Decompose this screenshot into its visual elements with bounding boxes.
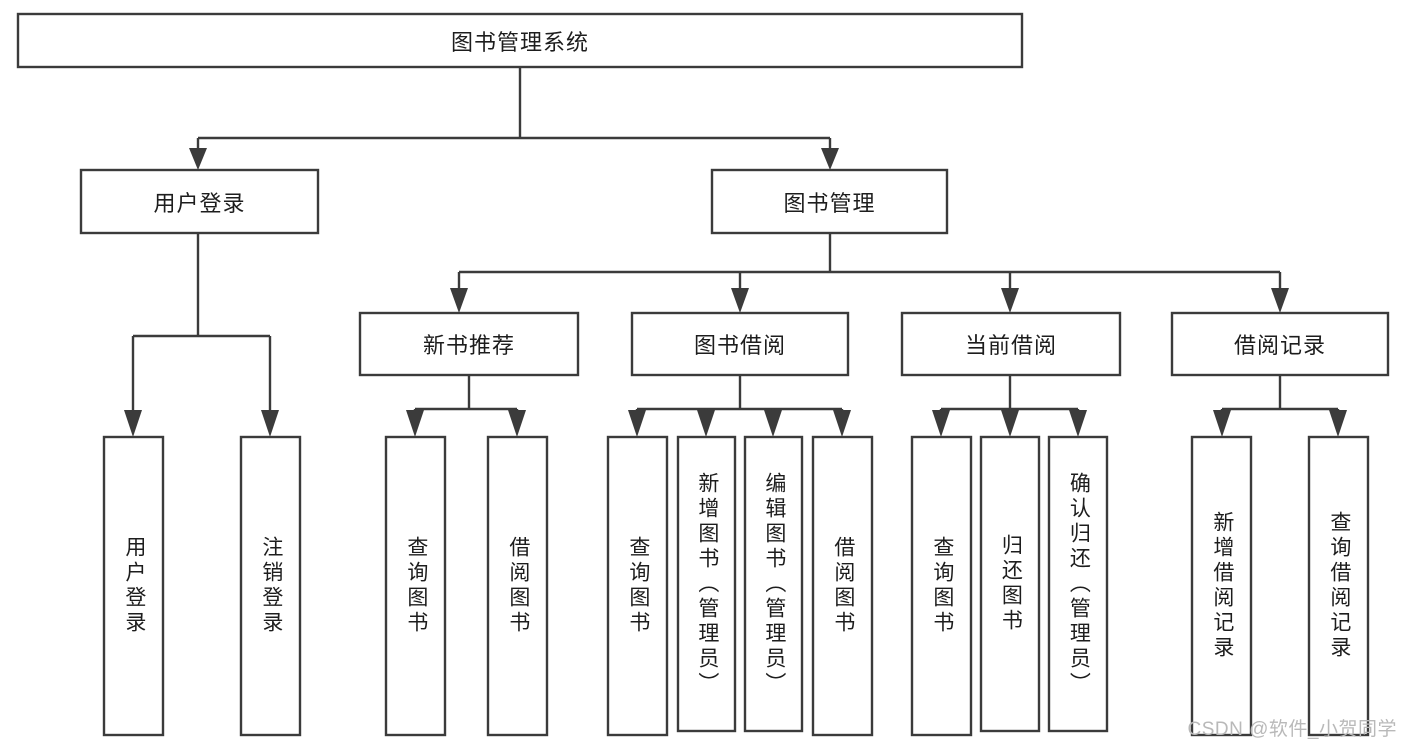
node-box-leaf-borrow-book-2[interactable]: [811, 435, 874, 737]
node-box-leaf-add-book[interactable]: [676, 435, 737, 733]
arrow-head-leaf-query-record: [1329, 410, 1347, 437]
node-box-leaf-return-book[interactable]: [979, 435, 1041, 733]
node-box-root[interactable]: [16, 12, 1024, 69]
node-layer: [16, 12, 1390, 737]
arrow-head-book-borrow: [731, 288, 749, 313]
node-box-new-book-recommend[interactable]: [358, 311, 580, 377]
arrow-head-leaf-logout: [261, 410, 279, 437]
node-box-leaf-add-record[interactable]: [1190, 435, 1253, 737]
arrow-head-leaf-query-book-3: [932, 410, 950, 437]
arrow-head-leaf-query-book-2: [628, 410, 646, 437]
arrow-head-leaf-query-book-1: [406, 410, 424, 437]
node-box-user-login[interactable]: [79, 168, 320, 235]
arrow-head-leaf-add-book: [697, 410, 715, 437]
arrow-head-user-login: [189, 148, 207, 170]
node-box-leaf-query-book-3[interactable]: [910, 435, 973, 737]
arrow-head-borrow-record: [1271, 288, 1289, 313]
node-box-leaf-query-record[interactable]: [1307, 435, 1370, 737]
node-box-leaf-edit-book[interactable]: [743, 435, 804, 733]
node-box-leaf-user-login[interactable]: [102, 435, 165, 737]
arrow-head-current-borrow: [1001, 288, 1019, 313]
arrow-head-leaf-add-record: [1213, 410, 1231, 437]
arrow-head-leaf-borrow-book-1: [508, 410, 526, 437]
arrow-head-leaf-edit-book: [764, 410, 782, 437]
arrow-head-leaf-return-book: [1001, 410, 1019, 437]
node-box-leaf-confirm-return[interactable]: [1047, 435, 1109, 733]
node-box-borrow-record[interactable]: [1170, 311, 1390, 377]
node-box-current-borrow[interactable]: [900, 311, 1122, 377]
node-box-leaf-logout[interactable]: [239, 435, 302, 737]
arrow-head-leaf-borrow-book-2: [833, 410, 851, 437]
node-box-leaf-query-book-1[interactable]: [384, 435, 447, 737]
connector-layer: [124, 67, 1347, 437]
arrow-head-leaf-confirm-return: [1069, 410, 1087, 437]
node-box-book-management[interactable]: [710, 168, 949, 235]
node-box-leaf-borrow-book-1[interactable]: [486, 435, 549, 737]
node-box-book-borrow[interactable]: [630, 311, 850, 377]
arrow-head-book-management: [821, 148, 839, 170]
arrow-head-new-book-recommend: [450, 288, 468, 313]
node-box-leaf-query-book-2[interactable]: [606, 435, 669, 737]
arrow-head-leaf-user-login: [124, 410, 142, 437]
